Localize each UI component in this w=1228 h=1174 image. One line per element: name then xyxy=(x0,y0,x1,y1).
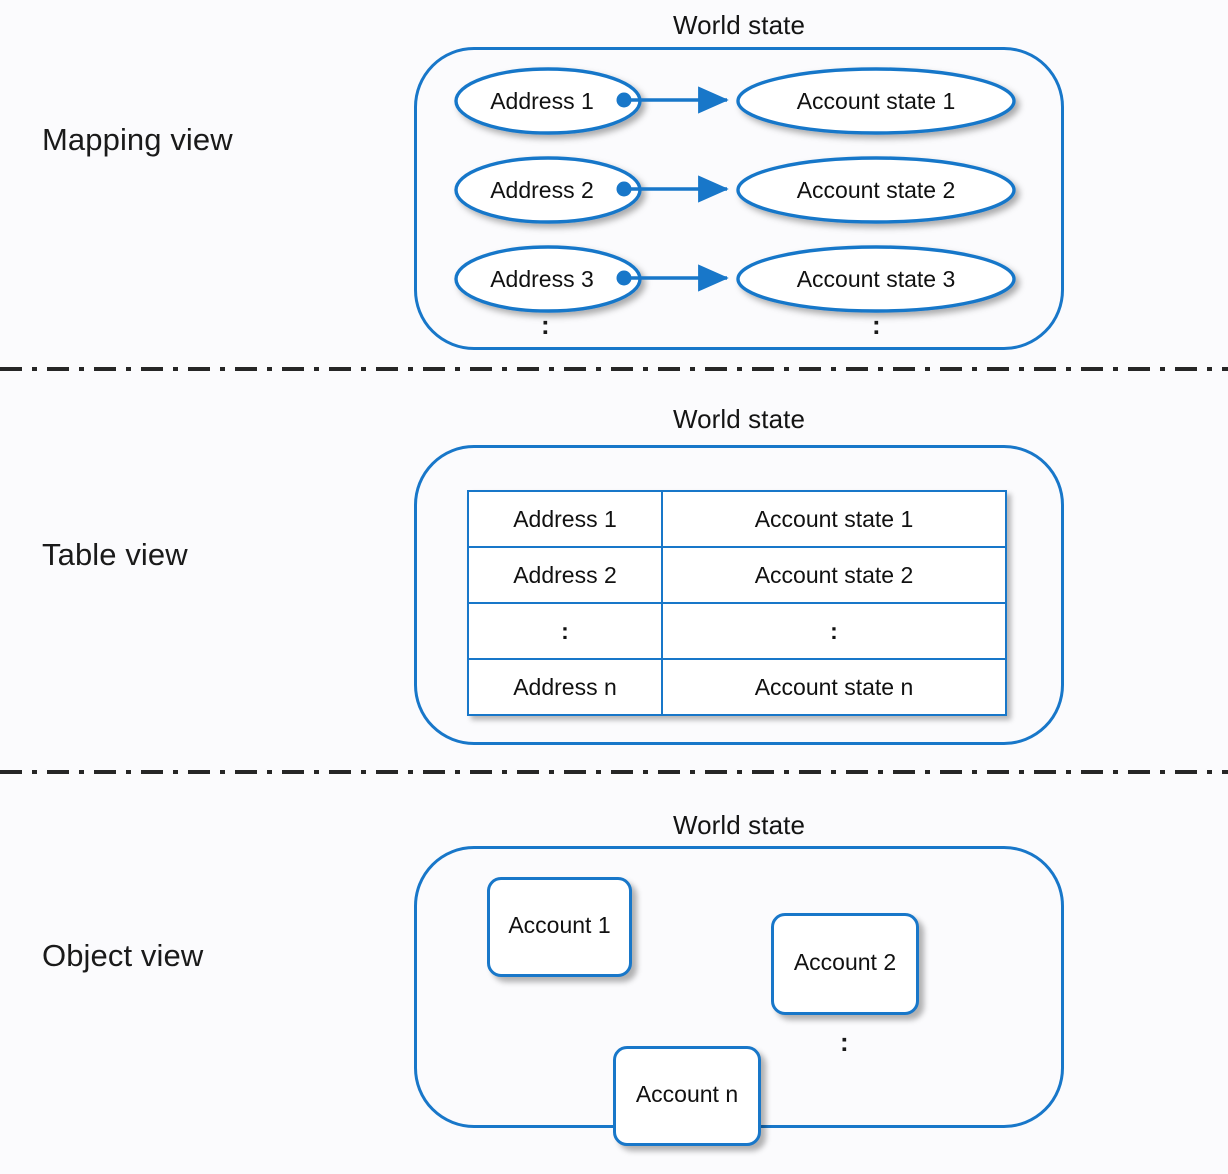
table-cell-account-state-dots: : xyxy=(661,602,1007,660)
world-state-container-mapping xyxy=(414,47,1064,350)
account-box-2: Account 2 xyxy=(771,913,919,1015)
mapping-continuation-dots-left: : xyxy=(541,310,550,340)
world-state-title-mapping: World state xyxy=(672,10,806,40)
view-label-object: Object view xyxy=(42,938,204,973)
mapping-row-1: Address 1 Account state 1 xyxy=(454,67,1016,135)
mapping-row-2: Address 2 Account state 2 xyxy=(454,156,1016,224)
world-state-title-object: World state xyxy=(672,810,806,840)
table-cell-address-dots: : xyxy=(467,602,663,660)
view-label-table: Table view xyxy=(42,537,188,572)
mapping-continuation-dots-right: : xyxy=(872,310,881,340)
account-box-1: Account 1 xyxy=(487,877,632,977)
table-row: Address 2 Account state 2 xyxy=(467,546,1007,604)
address-ellipse-label-3: Address 3 xyxy=(490,266,594,292)
mapping-source-dot-3 xyxy=(616,270,632,286)
state-table: Address 1 Account state 1 Address 2 Acco… xyxy=(467,490,1007,716)
account-state-ellipse-2 xyxy=(736,156,1016,224)
table-row-continuation: : : xyxy=(467,602,1007,660)
account-box-label: Account 1 xyxy=(508,911,611,938)
mapping-source-dot-1 xyxy=(616,92,632,108)
table-row: Address n Account state n xyxy=(467,658,1007,716)
section-separator-2 xyxy=(0,770,1228,774)
account-box-label: Account n xyxy=(635,1080,739,1107)
account-box-label: Account 2 xyxy=(793,948,897,975)
mapping-source-dot-2 xyxy=(616,181,632,197)
section-table-view: Table view World state Address 1 Account… xyxy=(0,380,1228,770)
account-state-ellipse-label-2: Account state 2 xyxy=(797,177,956,203)
table-cell-address: Address 2 xyxy=(467,546,663,604)
table-row: Address 1 Account state 1 xyxy=(467,490,1007,548)
object-continuation-dots: : xyxy=(840,1027,849,1057)
mapping-graph: Address 1 Account state 1 Address 2 Acco… xyxy=(454,67,1016,313)
account-state-ellipse-label-1: Account state 1 xyxy=(797,88,956,114)
table-cell-account-state: Account state 2 xyxy=(661,546,1007,604)
table-cell-address: Address 1 xyxy=(467,490,663,548)
section-mapping-view: Mapping view World state Address 1 Accou… xyxy=(0,0,1228,371)
account-state-ellipse-1 xyxy=(736,67,1016,135)
section-separator-1 xyxy=(0,367,1228,371)
address-ellipse-label-2: Address 2 xyxy=(490,177,594,203)
mapping-row-3: Address 3 Account state 3 xyxy=(454,245,1016,313)
table-cell-account-state: Account state n xyxy=(661,658,1007,716)
address-ellipse-label-1: Address 1 xyxy=(490,88,594,114)
table-cell-address: Address n xyxy=(467,658,663,716)
account-state-ellipse-3 xyxy=(736,245,1016,313)
account-box-n: Account n xyxy=(613,1046,761,1146)
view-label-mapping: Mapping view xyxy=(42,122,233,157)
account-state-ellipse-label-3: Account state 3 xyxy=(797,266,956,292)
table-cell-account-state: Account state 1 xyxy=(661,490,1007,548)
section-object-view: Object view World state Account 1 Accoun… xyxy=(0,783,1228,1174)
world-state-container-table xyxy=(414,445,1064,745)
world-state-title-table: World state xyxy=(672,404,806,434)
